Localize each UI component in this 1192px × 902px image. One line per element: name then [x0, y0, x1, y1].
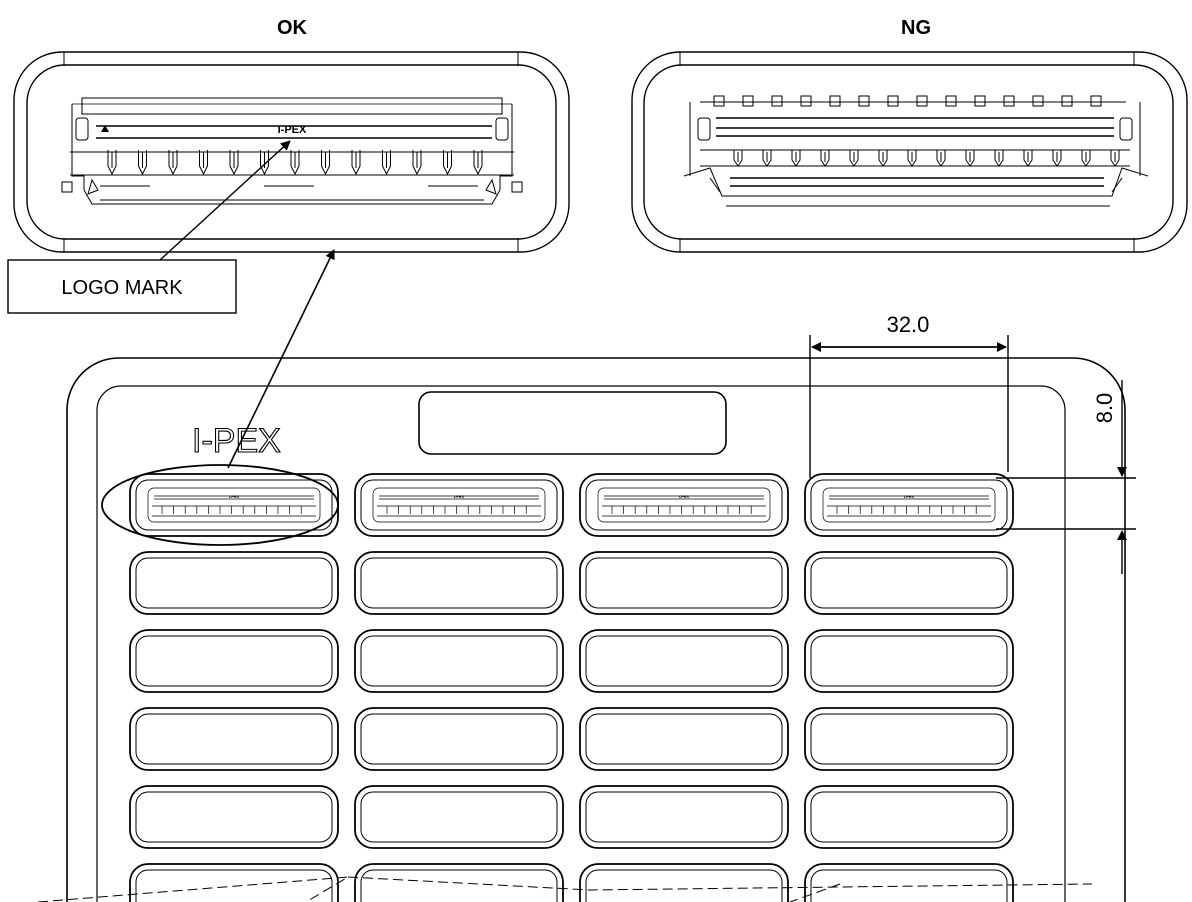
tray-pocket	[129, 785, 339, 849]
ng-top-tooth	[974, 95, 986, 107]
logo-mark-callout: LOGO MARK	[7, 140, 291, 314]
ok-contact-pin	[382, 150, 391, 176]
ok-contact-pin	[412, 150, 422, 176]
tray-pocket	[129, 707, 339, 771]
tray-connector-logo: I-PEX	[679, 494, 690, 499]
ng-top-tooth	[829, 95, 841, 107]
tray-pocket	[579, 707, 789, 771]
ng-contact-pin	[936, 150, 946, 167]
ng-contact-pin	[733, 150, 743, 167]
ng-contact-pin	[1081, 150, 1091, 167]
ng-contact-pin	[994, 150, 1004, 167]
tray-pocket: I-PEX	[804, 473, 1014, 537]
tray-brand-logo: I-PEX	[192, 422, 281, 460]
ng-contact-pin	[849, 150, 859, 167]
ok-contact-pin	[229, 150, 239, 176]
ng-contact-pin	[1023, 150, 1033, 167]
break-line	[37, 876, 1093, 902]
ng-top-tooth	[771, 95, 783, 107]
tray-pocket: I-PEX	[579, 473, 789, 537]
tray-pocket	[354, 629, 564, 693]
tray-pocket	[804, 707, 1014, 771]
ok-contact-pin	[138, 150, 147, 176]
ng-top-tooth	[800, 95, 812, 107]
pitch-dimension-value: 32.0	[887, 312, 930, 337]
height-dimension	[996, 380, 1136, 574]
ng-top-tooth	[1061, 95, 1073, 107]
tray-pocket: I-PEX	[354, 473, 564, 537]
pitch-dimension	[809, 335, 1009, 478]
detail-reference-arrow	[227, 249, 335, 469]
tray-pocket	[129, 629, 339, 693]
tray-pocket: I-PEX	[129, 473, 339, 537]
ok-contact-pin	[199, 150, 208, 176]
logo-mark-box	[7, 259, 237, 314]
tray-connector-logo: I-PEX	[454, 494, 465, 499]
height-dimension-value: 8.0	[1092, 393, 1117, 424]
ng-top-tooth	[713, 95, 725, 107]
tray-handle-notch	[418, 391, 727, 455]
ng-top-tooth	[742, 95, 754, 107]
ok-heading: OK	[277, 17, 308, 39]
ng-top-tooth	[1003, 95, 1015, 107]
ng-top-tooth	[858, 95, 870, 107]
ng-contact-pin	[820, 150, 830, 167]
ok-contact-pin	[473, 150, 483, 176]
ng-contact-pin	[965, 150, 975, 167]
ok-contact-pin	[168, 150, 178, 176]
pocket-grid: I-PEX I-PEX I-PEX I-PEX	[129, 473, 1014, 902]
ok-contact-pin	[107, 150, 117, 176]
ok-pocket-detail	[13, 51, 570, 253]
tray-pocket	[804, 863, 1014, 902]
ng-top-tooth	[916, 95, 928, 107]
highlight-ellipse	[101, 464, 339, 546]
ng-contact-pin	[791, 150, 801, 167]
ng-top-tooth	[1090, 95, 1102, 107]
ng-contact-pin	[1110, 150, 1120, 167]
ok-triangle-mark	[101, 125, 109, 132]
tray-pocket	[804, 551, 1014, 615]
ok-contact-pin	[290, 150, 300, 176]
tray-connector: I-PEX	[147, 487, 321, 523]
tray-connector: I-PEX	[597, 487, 771, 523]
tray-connector-logo: I-PEX	[229, 494, 240, 499]
tray-pocket	[129, 551, 339, 615]
tray-pocket	[804, 629, 1014, 693]
ng-top-tooth	[945, 95, 957, 107]
ng-contact-pin	[762, 150, 772, 167]
tray-pocket	[129, 863, 339, 902]
tray-pocket	[354, 551, 564, 615]
tray-pocket	[354, 707, 564, 771]
ok-contact-pin	[321, 150, 330, 176]
ng-top-tooth	[1032, 95, 1044, 107]
ok-connector-logo: I-PEX	[278, 124, 307, 136]
tray-pocket	[579, 863, 789, 902]
tray-connector: I-PEX	[372, 487, 546, 523]
ng-contact-pin	[1052, 150, 1062, 167]
ng-contact-pin	[878, 150, 888, 167]
ok-contact-pin	[351, 150, 361, 176]
tray-pocket	[354, 785, 564, 849]
logo-mark-leader	[159, 140, 291, 261]
tray-pocket	[579, 785, 789, 849]
ok-contact-pin	[443, 150, 452, 176]
tray-pocket	[579, 551, 789, 615]
tray-outline	[66, 357, 1126, 902]
ng-pocket-detail	[631, 51, 1188, 253]
ng-contact-pin	[907, 150, 917, 167]
ng-heading: NG	[901, 17, 931, 39]
ng-top-tooth	[887, 95, 899, 107]
tray-pocket	[354, 863, 564, 902]
logo-mark-label: LOGO MARK	[61, 277, 183, 299]
tray-connector: I-PEX	[822, 487, 996, 523]
tray-pocket	[579, 629, 789, 693]
tray-pocket	[804, 785, 1014, 849]
tray-connector-logo: I-PEX	[904, 494, 915, 499]
